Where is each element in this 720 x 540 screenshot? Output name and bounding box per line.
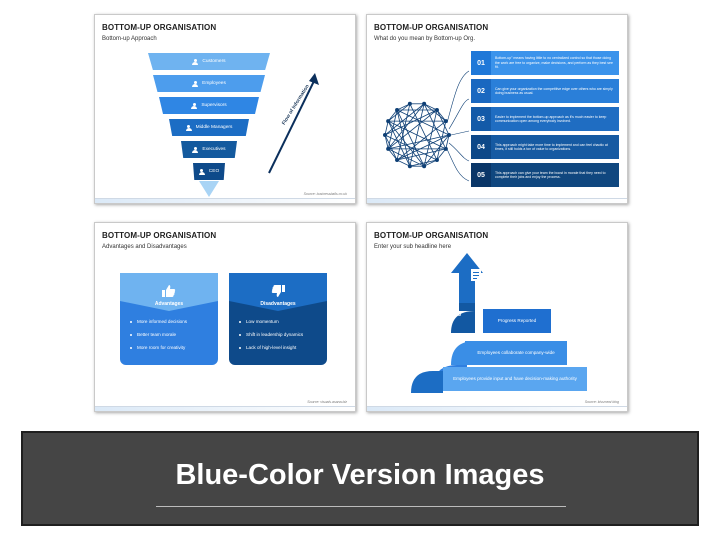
step-bar-02: Employees collaborate company-wide bbox=[465, 341, 567, 365]
step-text: Employees collaborate company-wide bbox=[477, 350, 555, 356]
list-item: More informed decisions bbox=[130, 319, 187, 324]
person-icon bbox=[191, 102, 198, 109]
step-bar-01: Employees provide input and have decisio… bbox=[443, 367, 587, 391]
item-number: 03 bbox=[471, 107, 491, 131]
caption-banner: Blue-Color Version Images bbox=[21, 431, 699, 526]
item-text: Bottom-up" means having little to no cen… bbox=[491, 51, 619, 75]
step-number-03: 03 bbox=[455, 312, 462, 318]
slide-subtitle: Advantages and Disadvantages bbox=[102, 244, 187, 250]
disadvantages-header: Disadvantages bbox=[229, 273, 327, 313]
source-note: Source: visuals.asana.biz bbox=[307, 400, 347, 404]
advantages-list: More informed decisions Better team mora… bbox=[130, 319, 187, 358]
slide-subtitle: Enter your sub headline here bbox=[374, 244, 452, 250]
slide-title: BOTTOM-UP ORGANISATION bbox=[374, 23, 489, 32]
slide-subtitle: Bottom-up Approach bbox=[102, 36, 157, 42]
network-graph-icon bbox=[383, 70, 470, 182]
banner-underline bbox=[156, 506, 566, 507]
person-icon bbox=[198, 168, 205, 175]
slide-title: BOTTOM-UP ORGANISATION bbox=[374, 231, 489, 240]
slide-thumbnail-advantages-disadvantages[interactable]: BOTTOM-UP ORGANISATION Advantages and Di… bbox=[94, 222, 356, 412]
source-note: Source: kissmeai blog bbox=[584, 400, 619, 404]
list-item: More room for creativity bbox=[130, 345, 187, 350]
funnel-tier-ceo: CEO bbox=[193, 163, 225, 180]
person-icon bbox=[192, 146, 199, 153]
step-number-02: 02 bbox=[433, 338, 440, 344]
definition-item-05: 05 This approach can give your team the … bbox=[471, 163, 619, 187]
advantages-title: Advantages bbox=[154, 301, 184, 307]
item-number: 05 bbox=[471, 163, 491, 187]
item-text: This approach can give your team the boo… bbox=[491, 163, 619, 187]
slide-footer-band bbox=[367, 198, 627, 203]
step-text: Employees provide input and have decisio… bbox=[453, 376, 577, 382]
disadvantages-list: Low momentum Shift in leadership dynamic… bbox=[239, 319, 303, 358]
slide-footer-band bbox=[367, 406, 627, 411]
thumbs-up-icon bbox=[162, 285, 176, 297]
step-bar-03: Progress Reported bbox=[483, 309, 551, 333]
slide-thumbnail-bottom-up-approach[interactable]: BOTTOM-UP ORGANISATION Bottom-up Approac… bbox=[94, 14, 356, 204]
person-icon bbox=[192, 58, 199, 65]
item-number: 04 bbox=[471, 135, 491, 159]
list-item: Better team morale bbox=[130, 332, 187, 337]
funnel-tier-employees: Employees bbox=[153, 75, 265, 92]
slide-thumbnail-what-is-bottom-up[interactable]: BOTTOM-UP ORGANISATION What do you mean … bbox=[366, 14, 628, 204]
person-icon bbox=[192, 80, 199, 87]
funnel-tier-customers: Customers bbox=[148, 53, 270, 70]
slide-thumbnail-steps[interactable]: BOTTOM-UP ORGANISATION Enter your sub he… bbox=[366, 222, 628, 412]
item-text: This approach might take more time to im… bbox=[491, 135, 619, 159]
document-icon bbox=[471, 269, 481, 281]
funnel-tier-supervisors: Supervisors bbox=[159, 97, 259, 114]
person-icon bbox=[185, 124, 192, 131]
step-text: Progress Reported bbox=[497, 318, 537, 324]
slide-subtitle: What do you mean by Bottom-up Org. bbox=[374, 36, 476, 42]
list-item: Shift in leadership dynamics bbox=[239, 332, 303, 337]
item-number: 02 bbox=[471, 79, 491, 103]
list-item: Lack of high-level insight bbox=[239, 345, 303, 350]
funnel-tip bbox=[199, 181, 219, 197]
item-text: Easier to implement the bottom-up approa… bbox=[491, 107, 619, 131]
definition-item-03: 03 Easier to implement the bottom-up app… bbox=[471, 107, 619, 131]
item-text: Can give your organization the competiti… bbox=[491, 79, 619, 103]
flow-arrow-icon bbox=[268, 73, 319, 174]
slide-footer-band bbox=[95, 406, 355, 411]
definition-item-04: 04 This approach might take more time to… bbox=[471, 135, 619, 159]
definition-item-02: 02 Can give your organization the compet… bbox=[471, 79, 619, 103]
definition-item-01: 01 Bottom-up" means having little to no … bbox=[471, 51, 619, 75]
disadvantages-panel: Disadvantages Low momentum Shift in lead… bbox=[229, 273, 327, 365]
banner-title: Blue-Color Version Images bbox=[175, 459, 545, 491]
step-number-01: 01 bbox=[417, 364, 424, 370]
item-number: 01 bbox=[471, 51, 491, 75]
advantages-header: Advantages bbox=[120, 273, 218, 313]
disadvantages-title: Disadvantages bbox=[260, 301, 296, 307]
funnel-tier-executives: Executives bbox=[181, 141, 237, 158]
slide-title: BOTTOM-UP ORGANISATION bbox=[102, 231, 217, 240]
advantages-panel: Advantages More informed decisions Bette… bbox=[120, 273, 218, 365]
thumbs-down-icon bbox=[271, 285, 285, 297]
slide-footer-band bbox=[95, 198, 355, 203]
source-note: Source: businessballs.co.uk bbox=[303, 192, 347, 196]
funnel-tier-middle-managers: Middle Managers bbox=[169, 119, 249, 136]
list-item: Low momentum bbox=[239, 319, 303, 324]
slide-title: BOTTOM-UP ORGANISATION bbox=[102, 23, 217, 32]
